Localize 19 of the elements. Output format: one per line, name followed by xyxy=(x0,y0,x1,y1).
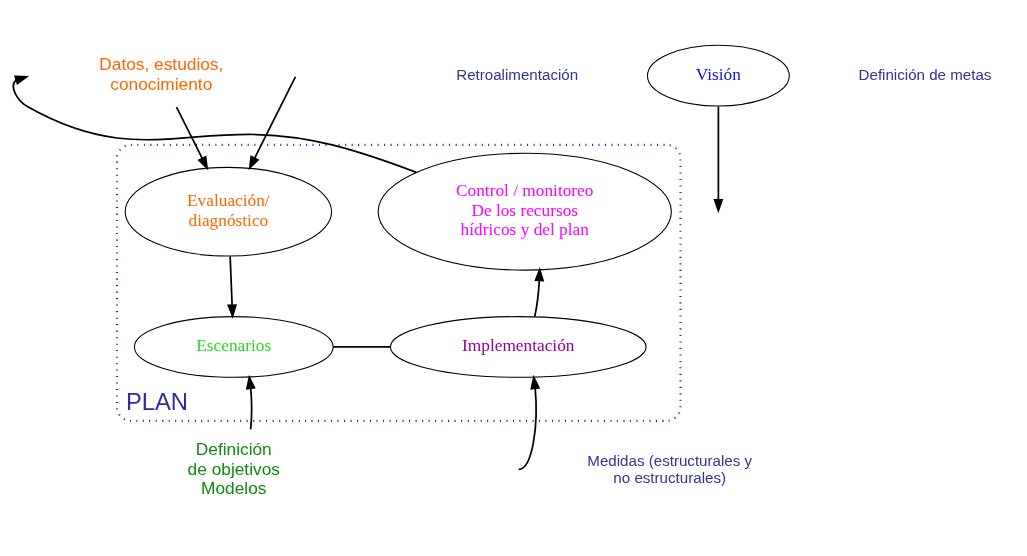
arrow xyxy=(245,374,256,431)
node-ellipse: Visión xyxy=(646,44,790,107)
arrow xyxy=(533,267,545,318)
arrow xyxy=(248,76,297,171)
node-text: Datos, estudios, conocimiento xyxy=(99,54,224,94)
label: Retroalimentación xyxy=(456,65,579,83)
node-text: Definición de objetivos Modelos xyxy=(187,439,280,499)
arrow xyxy=(517,374,541,471)
node-ellipse: Control / monitoreo De los recursos hídricos y del plan xyxy=(377,152,672,271)
connector xyxy=(332,346,392,348)
arrow xyxy=(12,75,418,174)
label: Definición de metas xyxy=(858,65,992,83)
arrow xyxy=(713,105,724,214)
node-ellipse: Evaluación/ diagnóstico xyxy=(124,166,333,257)
arrow xyxy=(227,255,238,319)
node-ellipse: Implementación xyxy=(389,316,647,378)
label: Medidas (estructurales y no estructurales) xyxy=(587,452,753,486)
node-ellipse: Escenarios xyxy=(133,316,334,378)
arrow xyxy=(175,106,209,171)
